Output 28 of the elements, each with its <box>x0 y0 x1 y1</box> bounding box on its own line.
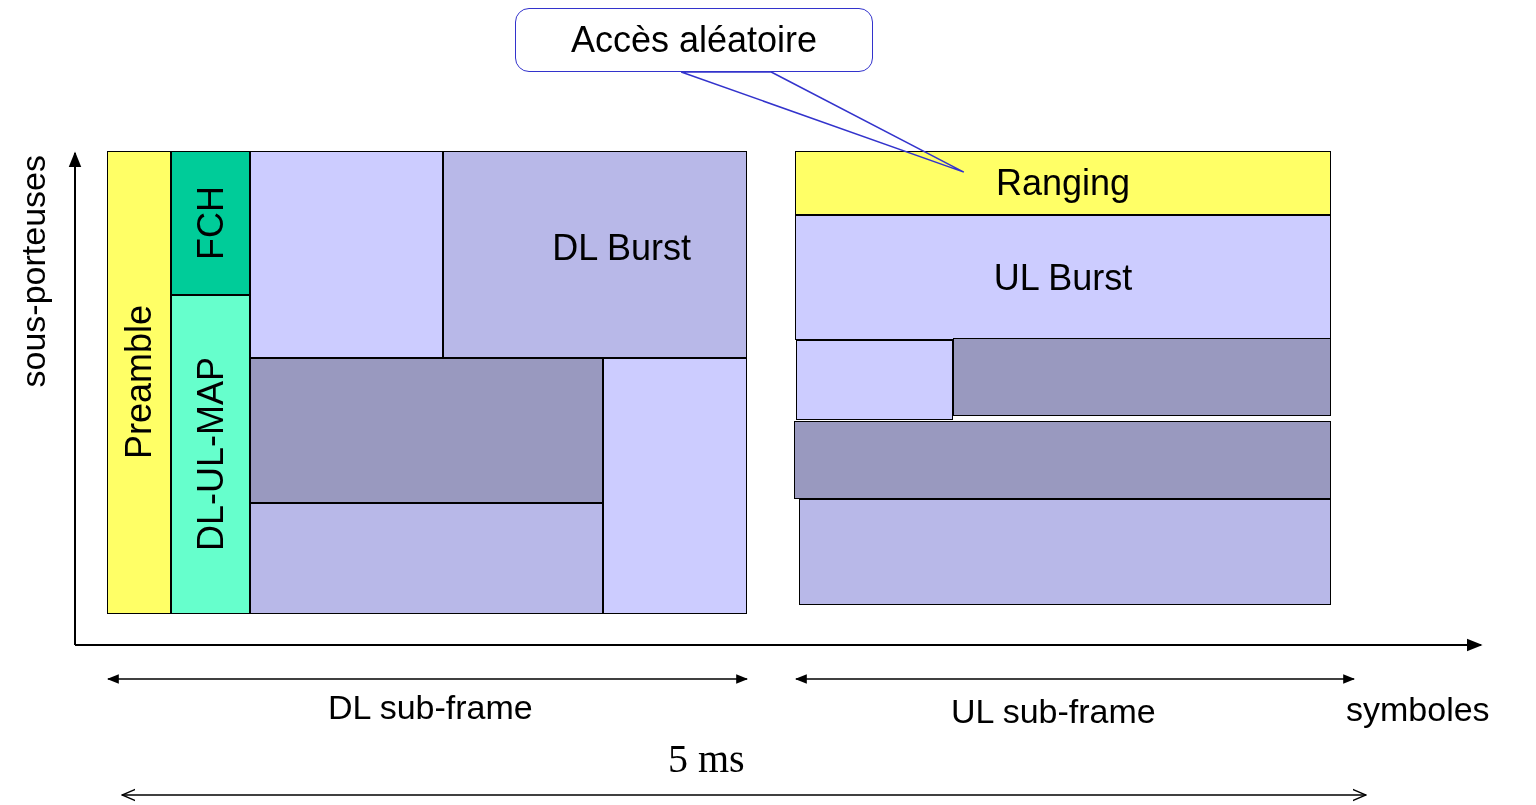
axis-label: sous-porteuses <box>14 155 53 388</box>
leader-line <box>680 71 965 173</box>
burst-block <box>250 358 603 503</box>
burst-block <box>953 338 1331 416</box>
band-label: DL-UL-MAP <box>189 357 232 552</box>
burst-block <box>794 421 1331 499</box>
ranging-band <box>795 151 1331 215</box>
burst-block <box>603 358 747 614</box>
burst-label: UL Burst <box>993 256 1133 299</box>
callout-text: Accès aléatoire <box>570 19 818 61</box>
burst-block <box>250 151 443 358</box>
axis-label: symboles <box>1346 690 1490 729</box>
fch-band <box>171 151 250 295</box>
burst-block <box>799 499 1331 605</box>
band-label: Ranging <box>995 162 1131 204</box>
dimension-label: 5 ms <box>668 735 745 782</box>
burst-label: DL Burst <box>552 227 691 269</box>
preamble-band <box>107 151 171 614</box>
dimension-label: DL sub-frame <box>328 688 533 727</box>
burst-block <box>796 340 953 420</box>
band-label: Preamble <box>118 305 160 460</box>
burst-block <box>250 503 603 614</box>
callout-bubble <box>515 8 873 72</box>
burst-block <box>795 215 1331 340</box>
map-band <box>171 295 250 614</box>
burst-block <box>443 151 747 358</box>
band-label: FCH <box>189 186 232 260</box>
dimension-label: UL sub-frame <box>951 692 1156 731</box>
